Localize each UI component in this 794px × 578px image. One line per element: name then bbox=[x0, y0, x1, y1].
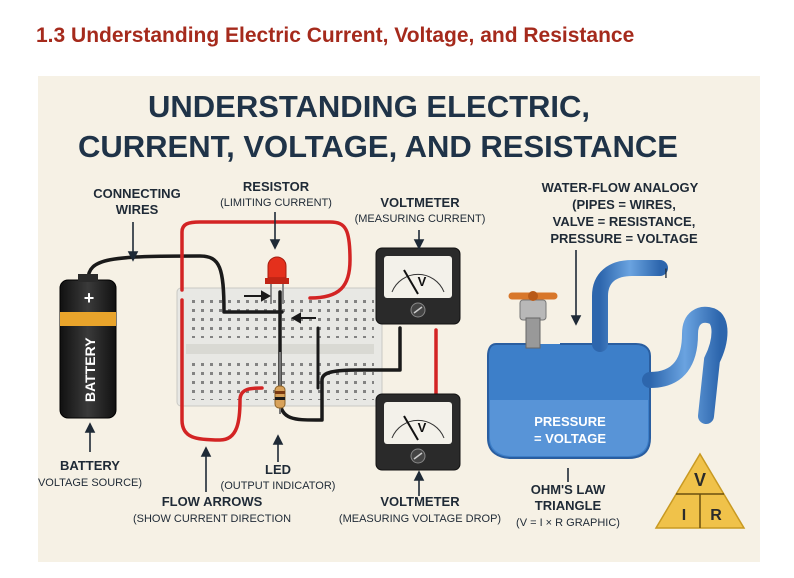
connecting-wires bbox=[86, 220, 438, 442]
triangle-v: V bbox=[694, 470, 706, 490]
led-sublabel: (OUTPUT INDICATOR) bbox=[221, 480, 336, 492]
meter-symbol-top: V bbox=[418, 274, 427, 289]
voltmeter-bottom-label: VOLTMETER bbox=[380, 494, 460, 509]
resistor-sublabel: (LIMITING CURRENT) bbox=[220, 197, 332, 209]
pipe-current-label: I bbox=[664, 265, 668, 281]
triangle-i: I bbox=[682, 507, 686, 524]
battery-label: BATTERY bbox=[60, 458, 120, 473]
battery-body-label: BATTERY bbox=[82, 337, 98, 402]
resistor-label: RESISTOR bbox=[243, 179, 310, 194]
diagram-title-line1: UNDERSTANDING ELECTRIC, bbox=[148, 89, 590, 124]
voltmeter-top: V bbox=[375, 247, 461, 325]
battery: + BATTERY bbox=[59, 274, 117, 419]
voltmeter-top-sublabel: (MEASURING CURRENT) bbox=[355, 213, 486, 225]
water-analogy-line3: VALVE = RESISTANCE, bbox=[553, 214, 696, 229]
section-heading: 1.3 Understanding Electric Current, Volt… bbox=[36, 24, 635, 47]
voltmeter-bottom: V bbox=[375, 393, 461, 471]
connecting-wires-label-1: CONNECTING bbox=[93, 186, 180, 201]
connecting-wires-label-2: WIRES bbox=[116, 202, 159, 217]
ohms-law-label-2: TRIANGLE bbox=[535, 498, 602, 513]
ohms-law-triangle: V I R bbox=[654, 452, 746, 529]
water-analogy-line2: (PIPES = WIRES, bbox=[572, 197, 676, 212]
resistor bbox=[274, 352, 286, 414]
battery-plus-sign: + bbox=[84, 288, 95, 308]
diagram-labels: CONNECTING WIRES RESISTOR (LIMITING CURR… bbox=[38, 179, 699, 529]
voltmeter-top-label: VOLTMETER bbox=[380, 195, 460, 210]
water-analogy-line4: PRESSURE = VOLTAGE bbox=[550, 231, 698, 246]
pressure-label-line2: = VOLTAGE bbox=[534, 431, 606, 446]
meter-symbol-bottom: V bbox=[418, 420, 427, 435]
water-analogy-line1: WATER-FLOW ANALOGY bbox=[542, 180, 699, 195]
water-flow-analogy: PRESSURE = VOLTAGE I bbox=[487, 260, 728, 459]
led bbox=[265, 256, 289, 304]
ohms-law-label-1: OHM'S LAW bbox=[531, 482, 606, 497]
flow-arrows bbox=[244, 290, 316, 324]
diagram-title-line2: CURRENT, VOLTAGE, AND RESISTANCE bbox=[78, 129, 678, 164]
ohms-law-label-3: (V = I × R GRAPHIC) bbox=[516, 517, 620, 529]
battery-sublabel: VOLTAGE SOURCE) bbox=[38, 477, 142, 489]
pressure-label-line1: PRESSURE bbox=[534, 414, 606, 429]
pointer-arrows bbox=[84, 212, 582, 496]
flow-arrows-label: FLOW ARROWS bbox=[162, 494, 263, 509]
flow-arrows-sublabel: (SHOW CURRENT DIRECTION bbox=[133, 513, 291, 525]
triangle-r: R bbox=[710, 507, 722, 524]
led-label: LED bbox=[265, 462, 291, 477]
voltmeter-bottom-sublabel: (MEASURING VOLTAGE DROP) bbox=[339, 513, 501, 525]
